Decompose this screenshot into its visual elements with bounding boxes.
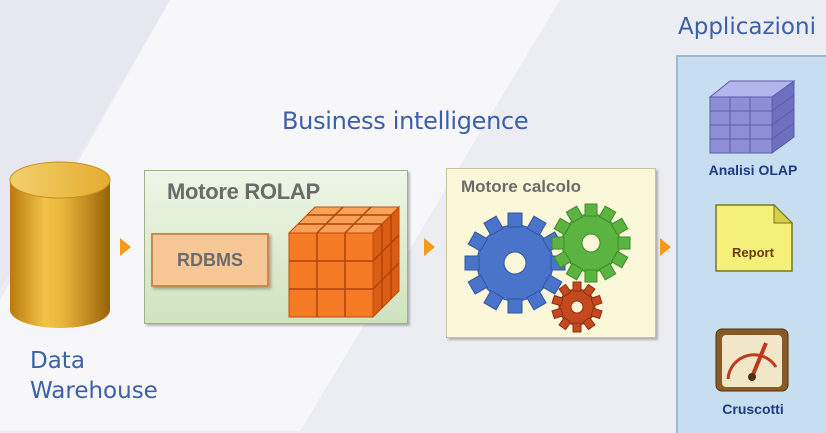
data-warehouse-label-line2: Warehouse — [30, 378, 158, 404]
calc-engine-box: Motore calcolo — [446, 168, 656, 338]
data-warehouse-cylinder-icon — [9, 161, 111, 328]
flow-arrow-2 — [424, 238, 435, 256]
flow-arrow-3 — [660, 238, 671, 256]
applications-title: Applicazioni — [678, 14, 816, 40]
data-warehouse-label: Data Warehouse — [30, 346, 158, 406]
rdbms-box: RDBMS — [151, 233, 269, 287]
diagram-title: Business intelligence — [282, 107, 529, 135]
rolap-title: Motore ROLAP — [167, 179, 320, 204]
data-warehouse-label-line1: Data — [30, 348, 85, 374]
gears-icon — [464, 203, 631, 333]
calc-title: Motore calcolo — [461, 177, 581, 196]
flow-arrow-1 — [120, 238, 131, 256]
app-label-report: Report — [732, 245, 774, 260]
report-document-icon — [715, 203, 794, 272]
dashboard-gauge-icon — [715, 328, 789, 392]
app-label-dashboard: Cruscotti — [722, 401, 784, 417]
olap-cube-icon — [708, 80, 796, 154]
app-label-olap: Analisi OLAP — [708, 162, 798, 178]
rolap-engine-box: Motore ROLAP RDBMS — [144, 170, 408, 324]
applications-panel: Analisi OLAP Report Cruscotti — [676, 55, 826, 433]
rolap-cube-icon — [287, 205, 401, 319]
